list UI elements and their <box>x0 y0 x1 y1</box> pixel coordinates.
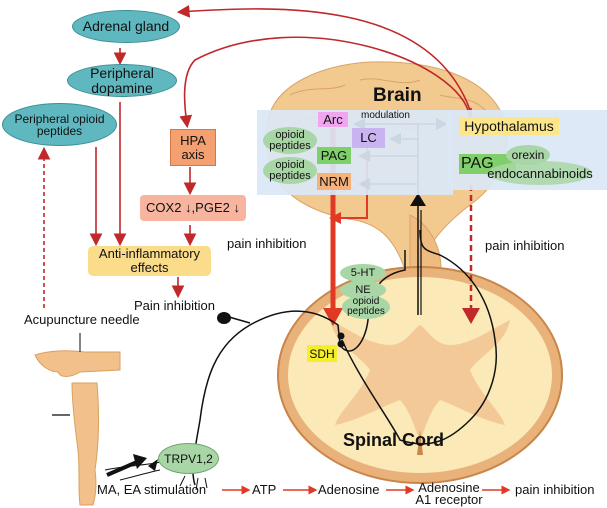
pain-inhibition-label-hpa: pain inhibition <box>227 236 307 251</box>
peripheral-opioid-peptides-node: Peripheral opioid peptides <box>2 103 117 146</box>
hypothalamus-box: Hypothalamus <box>459 117 559 135</box>
spinal-opioid-peptides-node: opioid peptides <box>342 295 390 319</box>
cox2-pge2-box: COX2 ↓,PGE2 ↓ <box>140 195 246 221</box>
arrow-brain-adrenal <box>176 4 471 111</box>
adenosine-a1-receptor-label: Adenosine A1 receptor <box>415 480 483 507</box>
5ht-node: 5-HT <box>340 264 386 282</box>
ne-node: NE <box>340 281 386 299</box>
acupuncture-needle-label: Acupuncture needle <box>24 312 140 327</box>
spinal-cord-illustration <box>277 266 563 484</box>
trpv-node: TRPV1,2 <box>158 443 219 474</box>
ma-ea-stimulation-label: MA, EA stimulation <box>97 482 207 497</box>
ascending-arrowhead <box>410 193 426 206</box>
anti-inflammatory-box: Anti-inflammatory effects <box>88 246 211 276</box>
pain-inhibition-label-right: pain inhibition <box>485 238 565 253</box>
orexin-node: orexin <box>506 145 550 165</box>
opioid-peptides-1: opioid peptides <box>263 127 317 154</box>
arc-box: Arc <box>318 112 348 127</box>
pain-inhibition-label-bottom: pain inhibition <box>515 482 595 497</box>
spinal-cord-title: Spinal Cord <box>343 430 445 450</box>
brain-title: Brain <box>373 85 422 106</box>
adenosine-label: Adenosine <box>318 482 380 497</box>
descending-arrowhead <box>323 308 343 326</box>
opioid-peptides-2: opioid peptides <box>263 157 317 184</box>
nrm-box: NRM <box>317 173 351 190</box>
adrenal-gland-node: Adrenal gland <box>72 10 180 43</box>
limb-illustration <box>34 333 121 506</box>
modulation-label: modulation <box>361 110 410 121</box>
hpa-axis-box: HPA axis <box>170 129 216 166</box>
synapse-dot-1 <box>217 312 231 324</box>
peripheral-dopamine-node: Peripheral dopamine <box>67 64 177 97</box>
sdh-box: SDH <box>307 345 337 362</box>
pag-box: PAG <box>317 147 351 164</box>
endocannabinoids-node: endocannabinoids <box>487 161 593 185</box>
lc-box: LC <box>352 128 385 148</box>
ascending-neuron <box>341 229 497 445</box>
arrow-brain-hpa <box>179 36 471 129</box>
pain-inhibition-label-anti: Pain inhibition <box>134 298 215 313</box>
atp-label: ATP <box>252 482 277 497</box>
